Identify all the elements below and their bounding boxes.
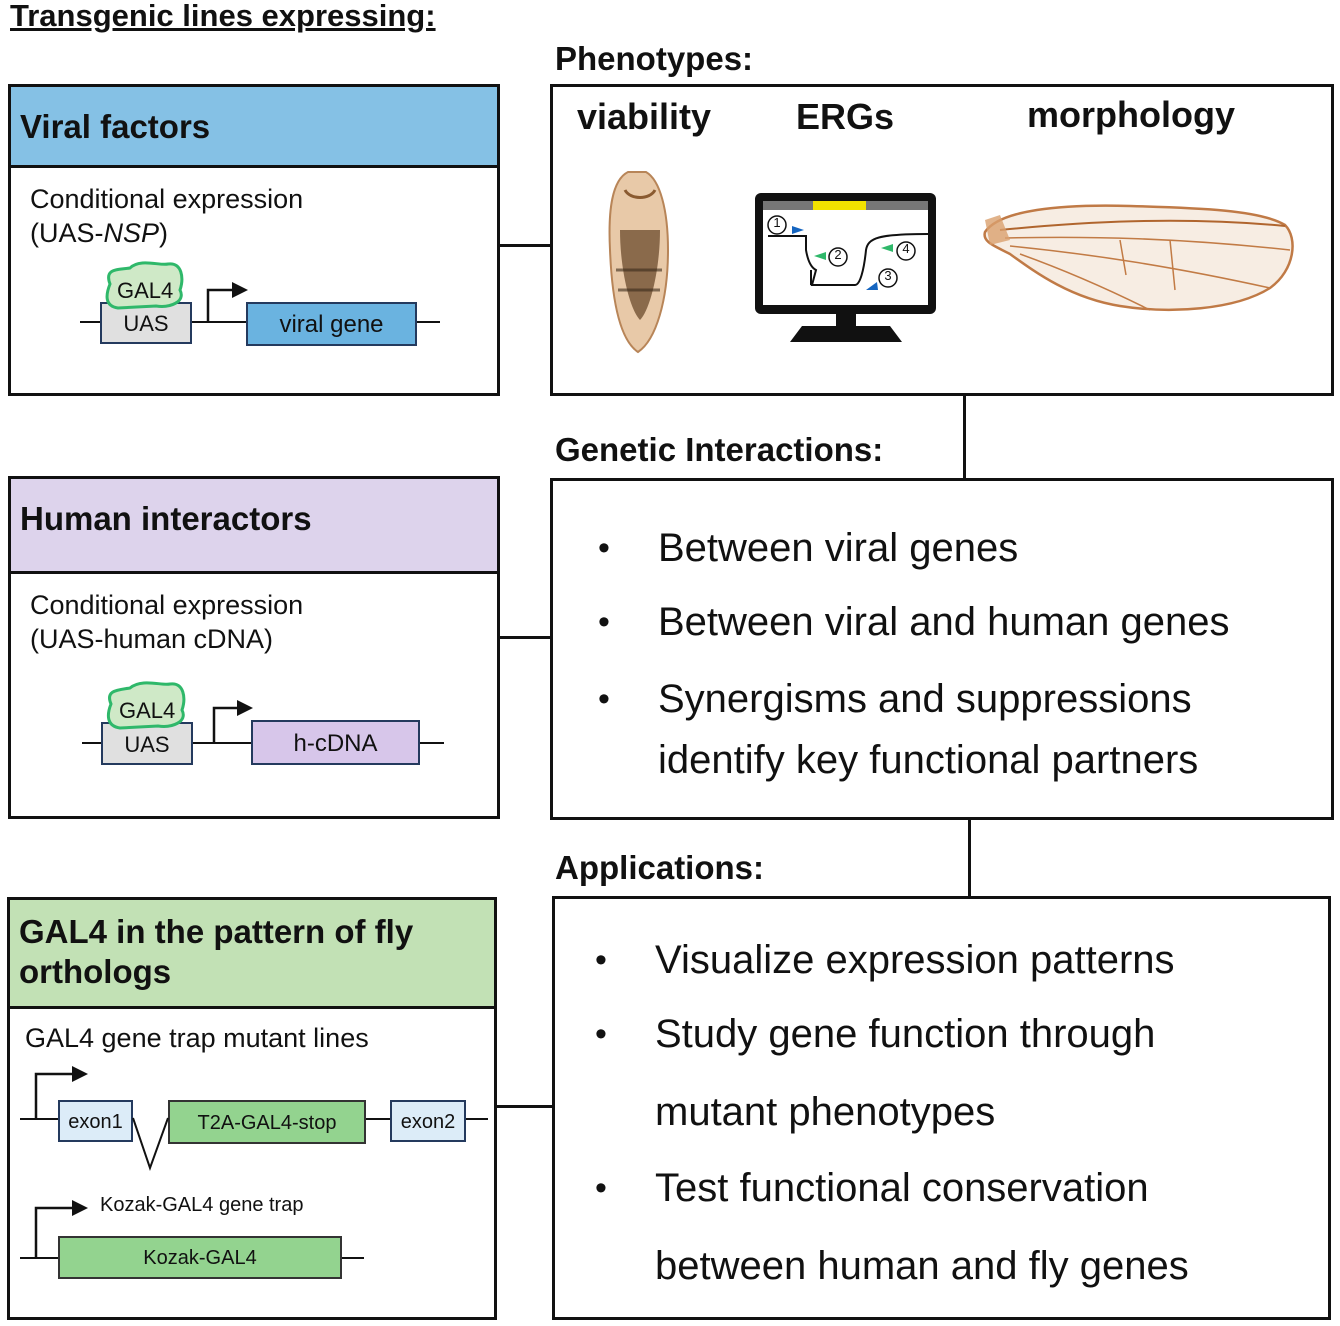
- viral-factors-header: Viral factors: [11, 87, 497, 168]
- genetic-bullet-1-text: Between viral genes: [658, 526, 1019, 570]
- applications-bullet-3: • Test functional conservation: [595, 1164, 1149, 1212]
- bullet-dot: •: [598, 529, 610, 567]
- viral-line2-italic: NSP: [103, 218, 160, 248]
- bullet-dot: •: [595, 1169, 607, 1207]
- connector-genetic-applications: [968, 818, 971, 898]
- applications-bullet-2-cont: mutant phenotypes: [655, 1088, 995, 1136]
- connector-gal4: [497, 1105, 553, 1108]
- viral-gal4-blob: [105, 261, 184, 310]
- genetic-bullet-3-cont: identify key functional partners: [658, 736, 1198, 784]
- viral-factors-box: Viral factors Conditional expression (UA…: [8, 84, 500, 396]
- human-interactors-header: Human interactors: [11, 479, 497, 574]
- human-expression-line2: (UAS-human cDNA): [30, 624, 274, 654]
- applications-bullet-1: • Visualize expression patterns: [595, 936, 1175, 984]
- human-promoter-arrow: [212, 706, 240, 742]
- connector-human: [500, 636, 552, 639]
- pupa-image: [608, 171, 670, 354]
- t2a-gal4-stop-box: T2A-GAL4-stop: [168, 1100, 366, 1144]
- erg-marker-1: 1: [773, 215, 781, 230]
- kozak-gal4-box: Kozak-GAL4: [58, 1236, 342, 1279]
- applications-bullet-3-text: Test functional conservation: [655, 1166, 1149, 1210]
- erg-marker-2: 2: [834, 247, 842, 262]
- bullet-dot: •: [595, 1015, 607, 1053]
- gene-trap-line-left: [20, 1118, 60, 1120]
- viral-promoter-arrowhead: [232, 282, 248, 298]
- erg-monitor-icon: [755, 193, 936, 342]
- human-gal4-blob: [106, 681, 186, 730]
- viral-line2-prefix: (UAS-: [30, 218, 104, 248]
- exon2-box: exon2: [390, 1100, 466, 1142]
- genetic-bullet-1: • Between viral genes: [598, 524, 1019, 572]
- erg-marker-4: 4: [902, 241, 910, 256]
- applications-bullet-2-text: Study gene function through: [655, 1012, 1156, 1056]
- genetic-bullet-3-text: Synergisms and suppressions: [658, 677, 1192, 721]
- gal4-gene-trap-label: GAL4 gene trap mutant lines: [25, 1023, 369, 1053]
- bullet-dot: •: [595, 941, 607, 979]
- gene-trap-line-right: [464, 1118, 488, 1120]
- viral-gal4-label: GAL4: [117, 278, 174, 303]
- viability-label: viability: [577, 96, 712, 137]
- applications-label: Applications:: [555, 849, 765, 886]
- applications-bullet-2-cont-text: mutant phenotypes: [655, 1090, 996, 1134]
- applications-box: [552, 896, 1331, 1320]
- genetic-bullet-2: • Between viral and human genes: [598, 598, 1230, 646]
- genetic-bullet-3: • Synergisms and suppressions: [598, 675, 1192, 723]
- gal4-header-line2: orthologs: [19, 953, 172, 990]
- human-expression-line1: Conditional expression: [30, 590, 304, 620]
- applications-bullet-2: • Study gene function through: [595, 1010, 1156, 1058]
- viral-gene-box: viral gene: [246, 302, 417, 346]
- human-uas-box: UAS: [101, 722, 193, 765]
- bullet-dot: •: [598, 603, 610, 641]
- bullet-dot: •: [598, 680, 610, 718]
- gene-trap-promoter-arrowhead: [72, 1066, 88, 1082]
- human-promoter-arrowhead: [237, 700, 253, 716]
- phenotypes-label: Phenotypes:: [555, 40, 754, 77]
- gal4-pattern-header: GAL4 in the pattern of fly orthologs: [10, 900, 494, 1009]
- morphology-label: morphology: [1027, 94, 1235, 135]
- gal4-header-line1: GAL4 in the pattern of fly: [19, 913, 414, 950]
- kozak-promoter-arrow: [34, 1206, 74, 1258]
- ergs-label: ERGs: [796, 96, 895, 137]
- genetic-bullet-3-cont-text: identify key functional partners: [658, 738, 1199, 782]
- gene-trap-line-mid: [364, 1118, 392, 1120]
- applications-bullet-3-cont-text: between human and fly genes: [655, 1244, 1189, 1288]
- viral-line2-suffix: ): [159, 218, 169, 248]
- applications-bullet-1-text: Visualize expression patterns: [655, 938, 1175, 982]
- applications-bullet-3-cont: between human and fly genes: [655, 1242, 1189, 1290]
- connector-phenotypes-genetic: [963, 394, 966, 478]
- human-cdna-box: h-cDNA: [251, 720, 420, 765]
- human-gal4-label: GAL4: [119, 698, 176, 723]
- genetic-interactions-box: [550, 478, 1334, 820]
- connector-viral: [500, 244, 552, 247]
- kozak-promoter-arrowhead: [72, 1200, 88, 1216]
- gene-trap-splice-v: [132, 1117, 169, 1172]
- kozak-gene-trap-label: Kozak-GAL4 gene trap: [100, 1194, 304, 1216]
- figure-title: Transgenic lines expressing:: [10, 0, 436, 33]
- viral-expression-line1: Conditional expression: [30, 184, 304, 214]
- erg-marker-3: 3: [884, 268, 892, 283]
- viral-promoter-arrow: [206, 288, 236, 321]
- genetic-bullet-2-text: Between viral and human genes: [658, 600, 1230, 644]
- exon1-box: exon1: [58, 1100, 133, 1142]
- viral-expression-line2: (UAS-NSP): [30, 216, 168, 250]
- wing-image: [983, 204, 1294, 312]
- genetic-interactions-label: Genetic Interactions:: [555, 431, 884, 468]
- gene-trap-promoter-arrow: [34, 1072, 74, 1118]
